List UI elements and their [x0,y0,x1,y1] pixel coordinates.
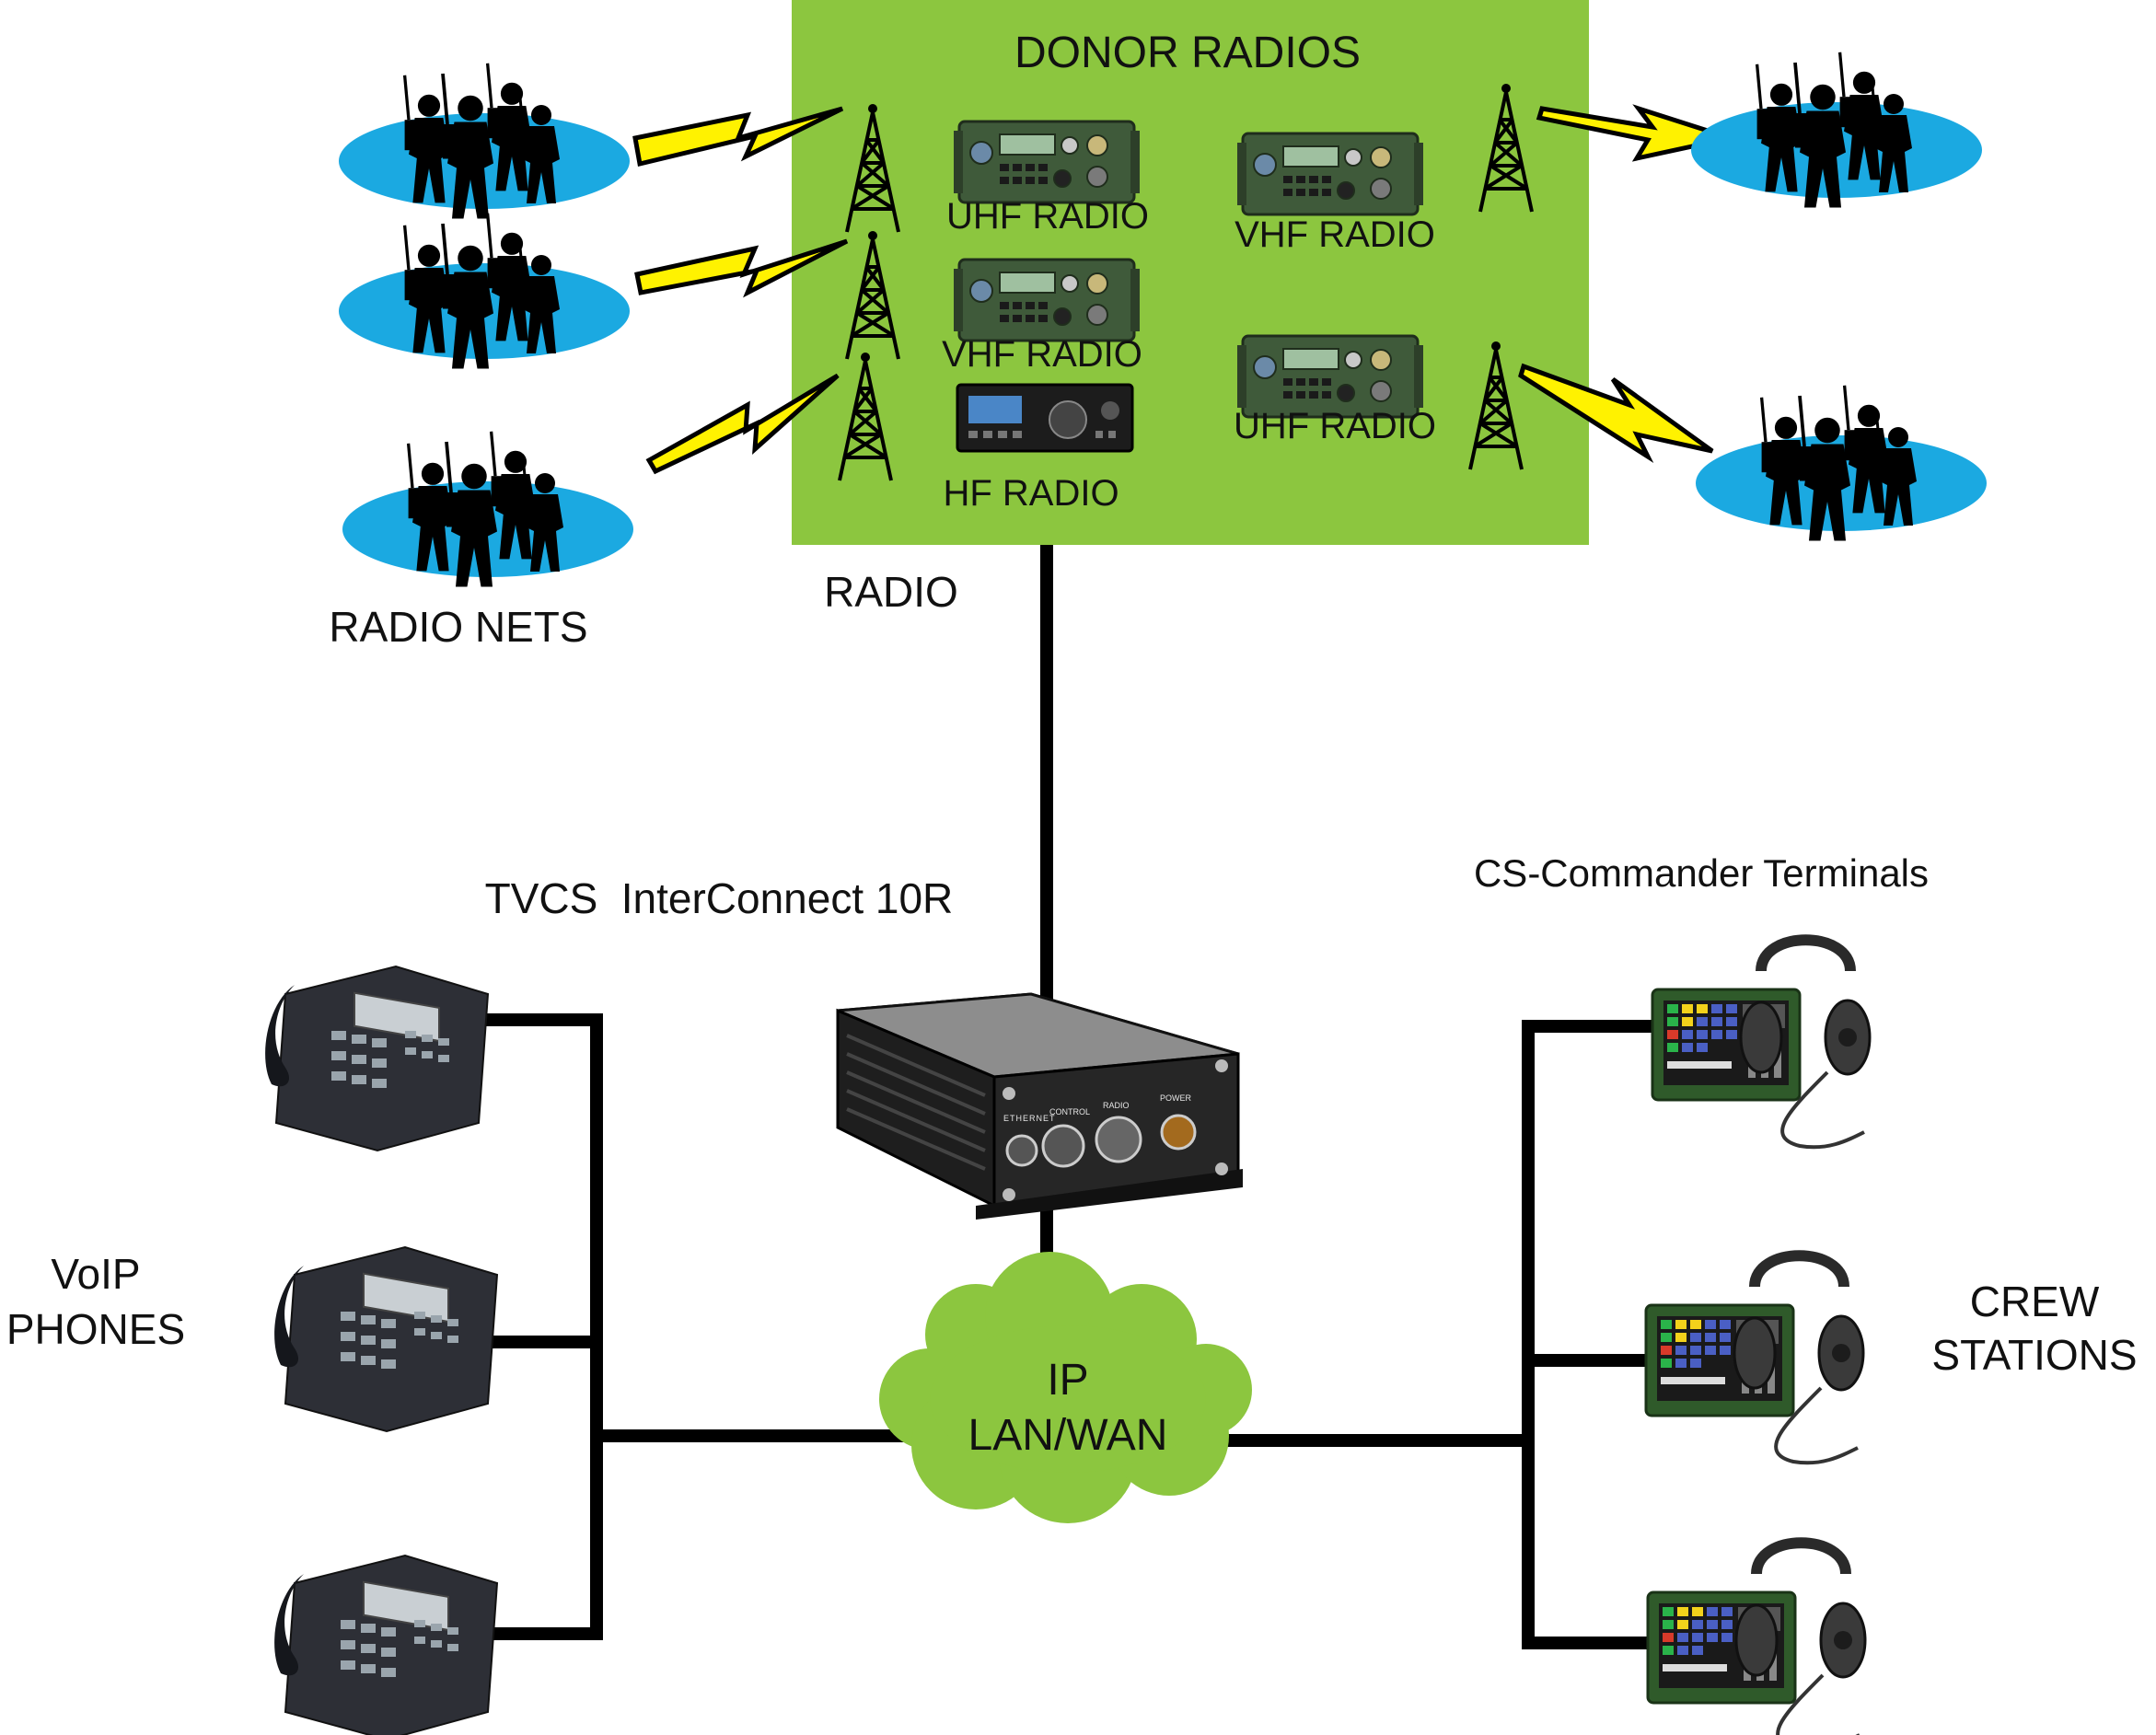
uhf-radio-icon [952,120,1142,204]
voip-phone-icon [273,1555,498,1735]
port-label-control: CONTROL [1049,1107,1090,1116]
radio-label-uhf-2: UHF RADIO [1234,406,1436,446]
vhf-radio-icon [952,258,1142,342]
radio-link-lightning [632,104,1740,475]
radio-label: RADIO [824,568,958,616]
uhf-radio-icon [1235,334,1425,419]
cloud-label-lan-wan: LAN/WAN [968,1411,1168,1460]
tvcs-label: TVCS [485,874,598,922]
donor-radios-panel [792,0,1589,545]
port-label-radio: RADIO [1103,1101,1130,1110]
radio-label-vhf-1: VHF RADIO [1234,214,1435,255]
interconnect-10r-device: ETHERNET CONTROL RADIO POWER [836,992,1243,1220]
crew-label-line2: STATIONS [1931,1331,2137,1379]
radio-net-group-icon [1696,386,1987,541]
crew-station-terminal-icon [1648,1543,1865,1735]
radio-net-group-icon [342,432,633,587]
radio-nets-label: RADIO NETS [329,603,587,651]
radio-label-uhf-1: UHF RADIO [946,196,1149,237]
cs-commander-terminals-label: CS-Commander Terminals [1474,851,1929,895]
crew-station-terminal-icon [1646,1255,1863,1463]
crew-station-terminal-icon [1652,940,1870,1147]
interconnect-label: InterConnect 10R [621,874,954,922]
port-label-ethernet: ETHERNET [1003,1114,1056,1123]
hf-radio-icon [956,383,1134,453]
radio-net-group-icon [1691,52,1982,208]
port-label-power: POWER [1160,1093,1192,1103]
cloud-label-ip: IP [1047,1356,1088,1405]
radio-net-group-icon [339,214,630,369]
donor-radios-title: DONOR RADIOS [1014,29,1361,77]
crew-label-line1: CREW [1970,1278,2100,1325]
voip-phone-icon [264,966,489,1151]
voip-label-line2: PHONES [6,1305,185,1353]
radio-label-hf: HF RADIO [943,473,1119,514]
radio-label-vhf-2: VHF RADIO [942,334,1142,375]
voip-phone-icon [273,1246,498,1432]
ip-lan-wan-cloud [879,1252,1252,1523]
voip-label-line1: VoIP [51,1250,140,1298]
radio-net-group-icon [339,64,630,219]
vhf-radio-icon [1235,132,1425,216]
